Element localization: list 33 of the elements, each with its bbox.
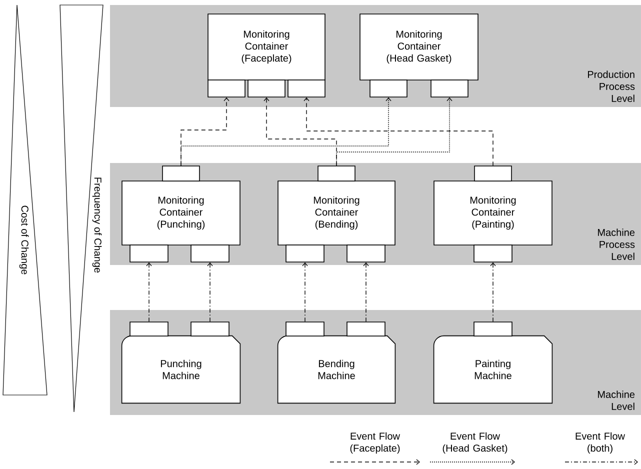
legend-label: Event Flow (Faceplate)	[350, 432, 400, 454]
arrow	[207, 262, 213, 322]
legend-label: Event Flow (both)	[576, 432, 626, 454]
port-box	[474, 244, 512, 262]
port-box	[190, 322, 230, 336]
port-box	[130, 244, 168, 262]
port-box	[162, 166, 200, 182]
port-box	[288, 80, 326, 98]
port-box	[474, 166, 512, 182]
port-box	[318, 166, 356, 182]
port-box	[286, 322, 324, 336]
port-box	[190, 244, 230, 262]
wedge-scale: Frequency of Change	[60, 4, 104, 412]
port-box	[370, 80, 408, 98]
arrow	[490, 262, 496, 322]
arrow	[363, 262, 369, 322]
arrow	[180, 97, 230, 166]
port-box	[346, 244, 386, 262]
arrow	[180, 97, 392, 166]
legend-label: Event Flow (Head Gasket)	[442, 432, 508, 454]
port-box	[346, 322, 386, 336]
port-box	[208, 80, 246, 98]
wedge-scale: Cost of Change	[2, 4, 48, 396]
port-box	[130, 322, 168, 336]
arrow	[146, 262, 152, 322]
arrow	[304, 97, 494, 166]
port-box	[248, 80, 286, 98]
port-box	[286, 244, 324, 262]
arrow	[302, 262, 308, 322]
port-box	[430, 80, 468, 98]
port-box	[474, 322, 512, 336]
arrow	[264, 97, 337, 166]
arrow	[336, 97, 452, 166]
